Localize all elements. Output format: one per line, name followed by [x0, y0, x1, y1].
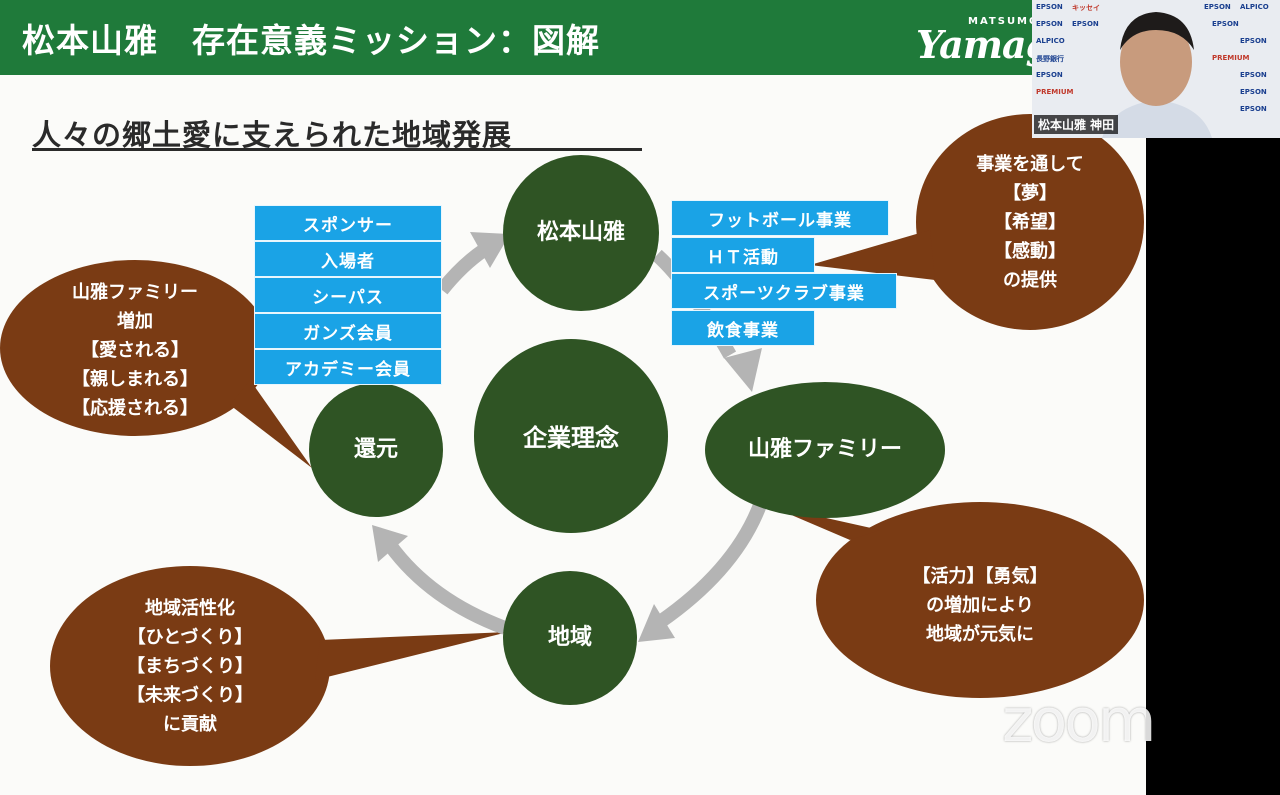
backdrop-sponsor: EPSON: [1240, 88, 1267, 96]
backdrop-sponsor: EPSON: [1036, 71, 1063, 79]
subtitle-underline: [32, 148, 642, 151]
tag-season-pass: シーパス: [254, 277, 442, 313]
node-yamaga-circle: [503, 155, 659, 311]
cycle-diagram: [0, 114, 1144, 766]
zoom-watermark: zoom: [1002, 686, 1156, 756]
bubble-top-right: [810, 114, 1144, 330]
backdrop-sponsor: EPSON: [1240, 71, 1267, 79]
backdrop-sponsor: ALPICO: [1240, 3, 1269, 11]
cycle-arrows: [384, 244, 767, 635]
backdrop-sponsor: PREMIUM: [1036, 88, 1074, 96]
bubble-bottom-left: [50, 566, 508, 766]
logo-caption: MATSUMOTO: [968, 16, 1059, 27]
tag-sports-club-business: スポーツクラブ事業: [671, 273, 897, 309]
node-region-circle: [503, 571, 637, 705]
node-region: 地域: [547, 625, 592, 651]
node-family-circle: [705, 382, 945, 518]
backdrop-sponsor: EPSON: [1204, 3, 1231, 11]
person-silhouette: [1102, 12, 1212, 138]
tag-gans-member: ガンズ会員: [254, 313, 442, 349]
backdrop-sponsor: ALPICO: [1036, 37, 1065, 45]
bubble-left: [0, 260, 312, 468]
tag-football-business: フットボール事業: [671, 200, 889, 236]
backdrop-sponsor: EPSON: [1212, 20, 1239, 28]
node-center: 企業理念: [523, 423, 619, 452]
backdrop-sponsor: EPSON: [1072, 20, 1099, 28]
tag-sponsor: スポンサー: [254, 205, 442, 241]
node-return-circle: [309, 383, 443, 517]
tag-food-business: 飲食事業: [671, 310, 815, 346]
backdrop-sponsor: PREMIUM: [1212, 54, 1250, 62]
slide-header: 松本山雅 存在意義ミッション：図解 MATSUMOTO Yamaga: [0, 0, 1146, 75]
backdrop-sponsor: EPSON: [1036, 3, 1063, 11]
node-center-circle: [474, 339, 668, 533]
bubble-bottom-left-text: 地域活性化 【ひとづくり】 【まちづくり】 【未来づくり】 に貢献: [127, 598, 253, 735]
tag-ht-activity: ＨＴ活動: [671, 237, 815, 273]
participant-name: 松本山雅 神田: [1034, 115, 1119, 134]
bubble-bottom-right-text: 【活力】【勇気】 の増加により 地域が元気に: [912, 566, 1048, 645]
slide-title: 松本山雅 存在意義ミッション：図解: [22, 21, 600, 60]
slide-subtitle: 人々の郷土愛に支えられた地域発展: [32, 118, 513, 152]
backdrop-sponsor: EPSON: [1036, 20, 1063, 28]
bubble-top-right-text: 事業を通して 【夢】 【希望】 【感動】 の提供: [976, 154, 1084, 291]
participant-video[interactable]: EPSON キッセイ EPSON ALPICO EPSON EPSON EPSO…: [1032, 0, 1280, 138]
node-family: 山雅ファミリー: [747, 437, 902, 463]
backdrop-sponsor: EPSON: [1240, 37, 1267, 45]
arrow-heads: [372, 232, 762, 642]
tag-spectators: 入場者: [254, 241, 442, 277]
backdrop-sponsor: 長野銀行: [1036, 55, 1064, 63]
node-yamaga: 松本山雅: [536, 220, 625, 246]
tag-academy-member: アカデミー会員: [254, 349, 442, 385]
backdrop-sponsor: EPSON: [1240, 105, 1267, 113]
node-return: 還元: [353, 437, 398, 463]
bubble-left-text: 山雅ファミリー 増加 【愛される】 【親しまれる】 【応援される】: [72, 282, 198, 419]
backdrop-sponsor: キッセイ: [1072, 4, 1100, 12]
presentation-slide: 松本山雅 存在意義ミッション：図解 MATSUMOTO Yamaga 人々の郷土…: [0, 0, 1146, 795]
